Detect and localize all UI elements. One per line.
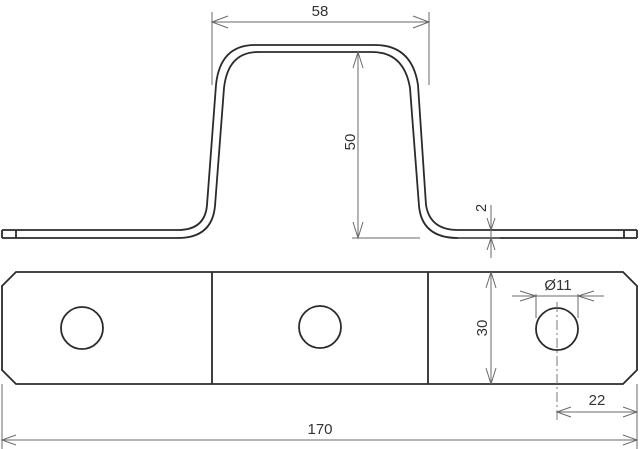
plate-outline (1, 271, 638, 385)
mounting-hole-left (60, 306, 104, 350)
dimension-plate-width: 30 (474, 270, 497, 386)
dim-label-50: 50 (342, 134, 359, 151)
dimension-top-width: 58 (210, 3, 431, 85)
profile-inner-edge (2, 51, 637, 239)
dimension-overall-length: 170 (0, 384, 639, 449)
right-flange-end (623, 230, 638, 238)
dim-label-diameter: Ø11 (544, 277, 571, 294)
profile-outer-edge (2, 44, 637, 231)
dimension-thickness: 2 (458, 204, 500, 258)
dimension-hole-diameter: Ø11 (512, 277, 604, 318)
mounting-hole-center (298, 305, 342, 349)
dimension-hole-offset: 22 (555, 384, 639, 449)
side-profile-view (1, 44, 638, 239)
dim-label-22: 22 (589, 392, 606, 409)
dimension-height: 50 (342, 50, 420, 240)
dim-label-170: 170 (307, 421, 332, 438)
left-flange-end (1, 230, 17, 238)
dim-label-30: 30 (474, 320, 491, 337)
dim-label-2: 2 (473, 204, 490, 212)
dim-label-58: 58 (312, 3, 329, 20)
top-plan-view (1, 271, 638, 420)
